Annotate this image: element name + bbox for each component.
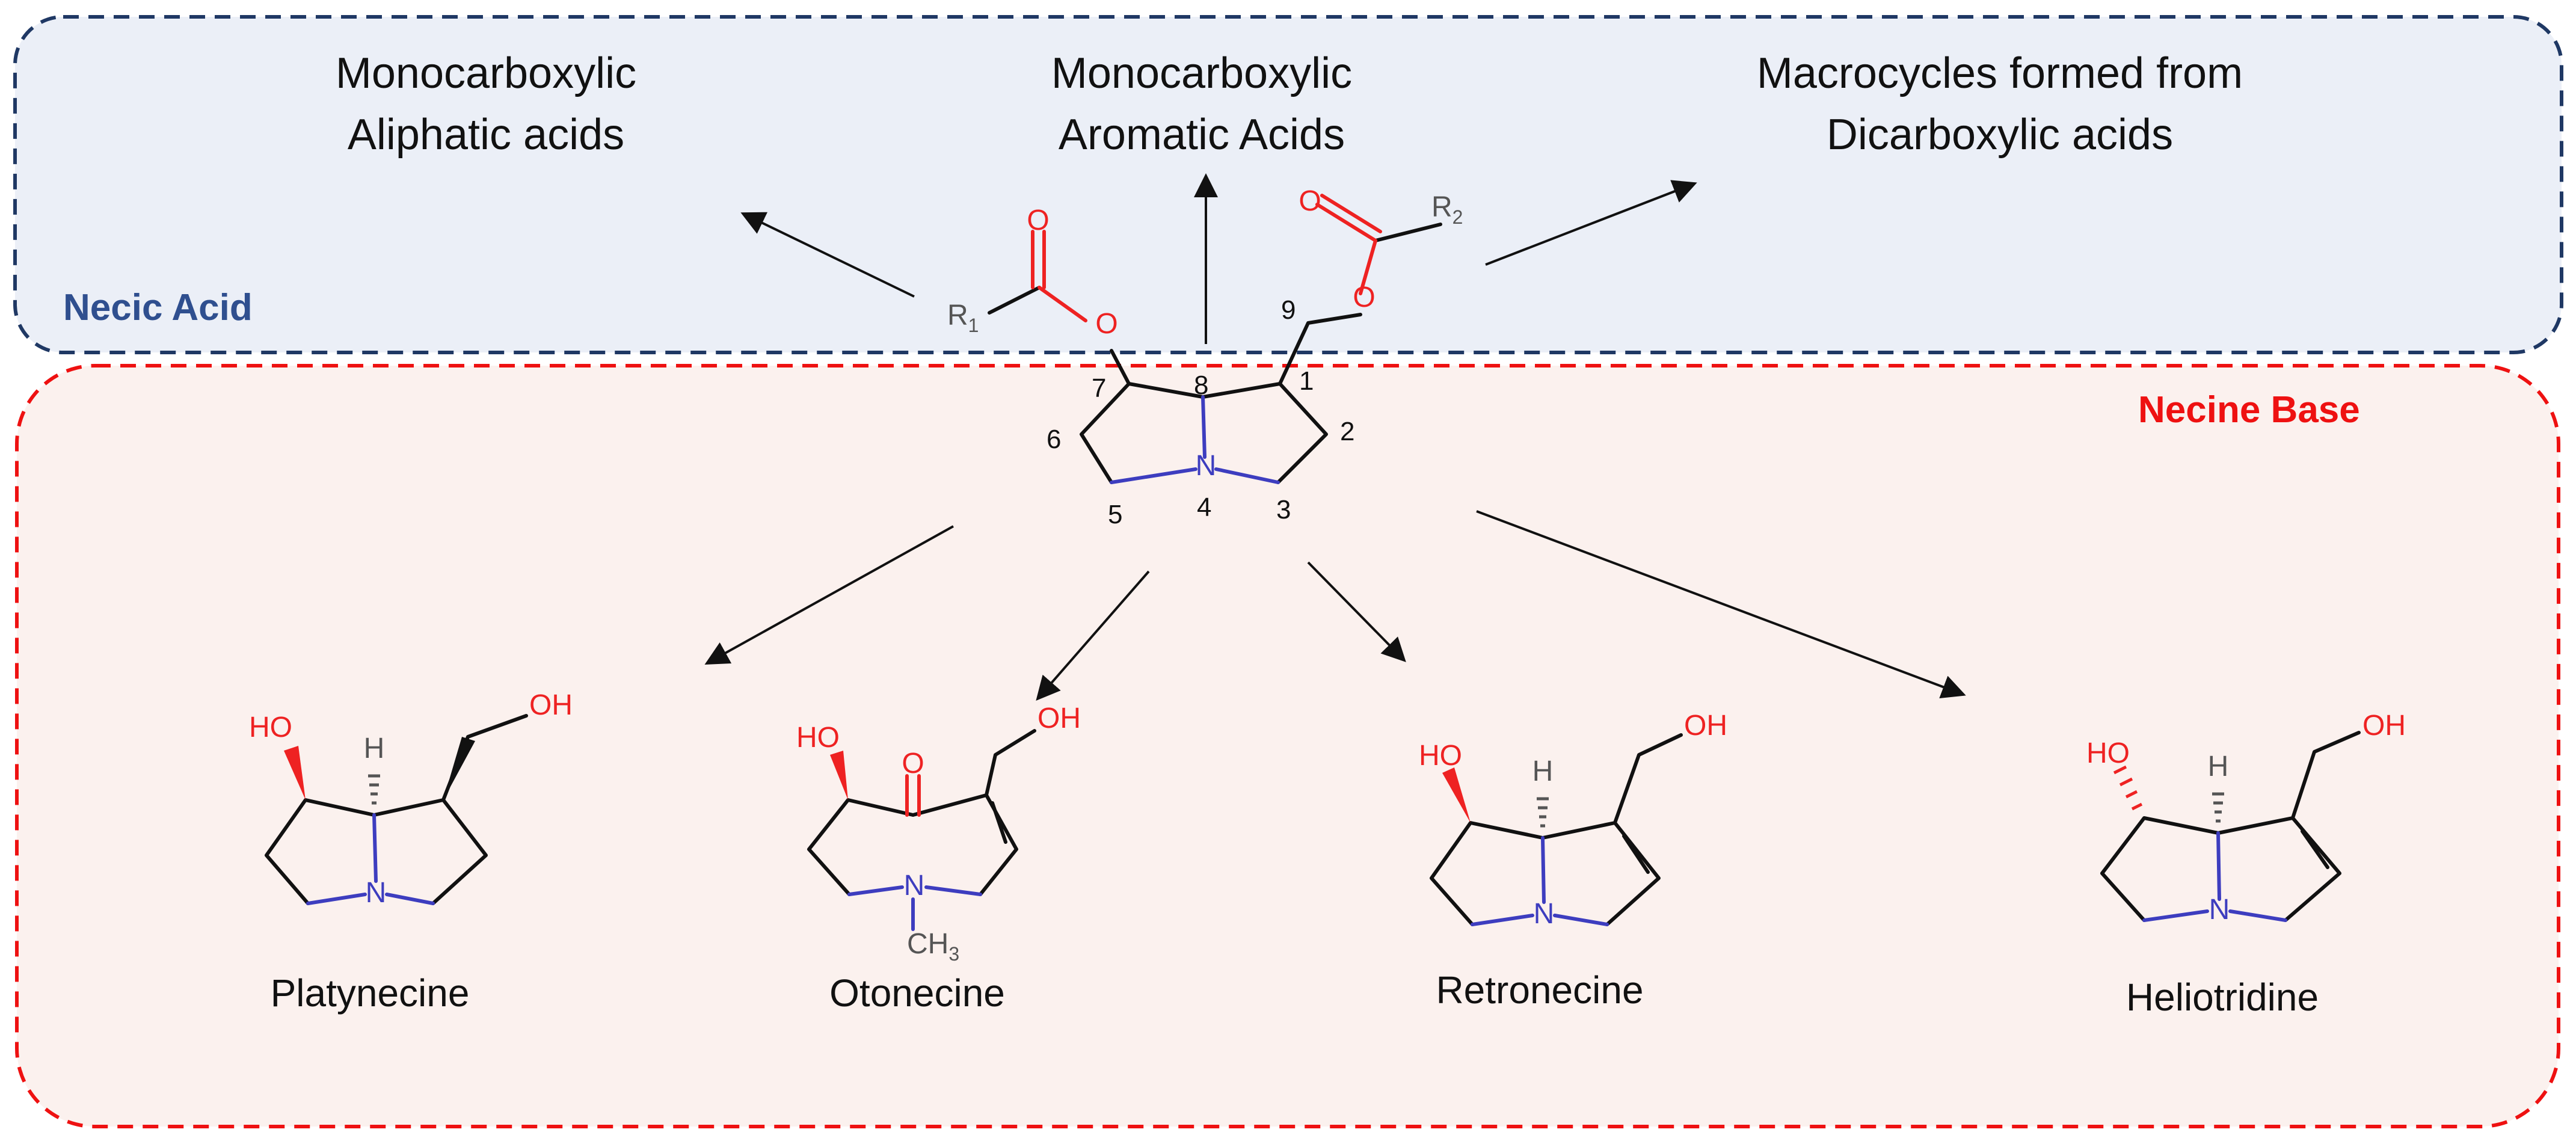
atom-number-2: 2 [1340,417,1354,446]
arrow-to-otonecine [1036,570,1150,701]
atom-number-5: 5 [1108,500,1122,529]
otonecine-n: N [904,870,925,902]
necic-acid-region [13,15,2563,354]
arrow-to-platynecine [704,525,954,665]
atom-number-3: 3 [1276,495,1291,524]
core-c1-ester-oxygen [1315,194,1382,295]
otonecine-carbonyl [905,774,921,817]
arrow-to-aliphatic [740,212,915,298]
heliotridine-hash-h [2212,792,2224,823]
arrow-to-heliotridine [1476,510,1966,699]
atom-number-1: 1 [1299,366,1314,396]
platynecine-oh: OH [529,689,573,721]
core-c7-ester-oxygen [1031,230,1087,322]
substituent-r2: R2 [1431,191,1463,228]
platynecine-h: H [364,733,385,764]
otonecine-oh: OH [1037,703,1081,734]
heliotridine-name: Heliotridine [2126,976,2319,1019]
otonecine-ch3: CH3 [907,928,959,965]
heliotridine-hash-oh [2113,765,2143,811]
heliotridine-oh: OH [2362,710,2406,742]
core-ester1-ether-o: O [1095,308,1117,340]
retronecine-name: Retronecine [1436,968,1643,1012]
core-ester2-carbonyl-o: O [1299,185,1321,217]
platynecine-hash-h [368,774,380,805]
core-structure: O O O O N R1 R2 1 2 3 4 5 6 7 8 9 [947,185,1463,529]
core-ester1-carbonyl-o: O [1027,204,1049,236]
retronecine-n: N [1534,898,1555,930]
molecule-platynecine: HO OH H N Platynecine [249,689,573,1015]
retronecine-bonds [1430,733,1683,926]
platynecine-ho: HO [249,712,292,743]
retronecine-wedge-oh [1442,767,1471,823]
retronecine-hash-h [1537,797,1549,828]
platynecine-n-bonds [306,813,435,905]
molecule-otonecine: HO O OH N CH3 Otonecine [796,703,1081,1015]
platynecine-name: Platynecine [271,971,470,1015]
atom-number-7: 7 [1092,374,1106,403]
acid-class-line2: Aromatic Acids [1059,111,1345,159]
core-c1-ester [1278,223,1442,386]
acid-class-line2: Aliphatic acids [348,111,624,159]
platynecine-wedge-ch2 [443,737,475,800]
arrow-to-retronecine [1307,561,1406,662]
acid-class-aliphatic: Monocarboxylic Aliphatic acids [336,49,636,159]
necic-acid-label: Necic Acid [63,287,253,328]
retronecine-double-bond [1622,834,1650,874]
core-n-bonds [1110,395,1280,484]
otonecine-ho: HO [796,722,840,754]
acid-class-line1: Monocarboxylic [336,49,636,97]
molecule-retronecine: HO OH H N Retronecine [1419,710,1727,1012]
heliotridine-ho: HO [2086,737,2130,769]
core-ester2-ether-o: O [1353,281,1375,313]
core-nitrogen: N [1196,450,1217,482]
acid-class-aromatic: Monocarboxylic Aromatic Acids [1051,49,1352,159]
heliotridine-n: N [2209,894,2230,926]
heliotridine-n-bonds [2142,831,2287,922]
necine-base-label: Necine Base [2138,389,2360,431]
core-c7-ester [988,286,1131,386]
atom-number-4: 4 [1197,493,1211,522]
substituent-r1: R1 [947,300,979,336]
acid-class-line2: Dicarboxylic acids [1827,111,2173,159]
otonecine-name: Otonecine [829,971,1005,1015]
heliotridine-double-bond [2301,829,2329,869]
heliotridine-bonds [2100,731,2361,922]
retronecine-n-bonds [1471,836,1609,926]
platynecine-wedge-oh [284,746,306,800]
platynecine-n: N [366,877,387,909]
otonecine-o: O [902,748,924,780]
retronecine-ho: HO [1419,740,1462,772]
acid-class-line1: Monocarboxylic [1051,49,1352,97]
heliotridine-h: H [2208,751,2229,783]
atom-number-6: 6 [1047,425,1061,454]
otonecine-double-bond [991,801,1007,844]
retronecine-oh: OH [1684,710,1727,742]
acid-class-line1: Macrocycles formed from [1757,49,2243,97]
molecule-heliotridine: HO OH H N Heliotridine [2086,710,2406,1019]
arrow-to-macrocycle [1485,180,1697,266]
otonecine-wedge-oh [830,751,848,800]
atom-number-8: 8 [1194,371,1208,400]
otonecine-n-bonds [847,885,982,931]
retronecine-h: H [1532,755,1554,787]
acid-class-macrocycle: Macrocycles formed from Dicarboxylic aci… [1757,49,2243,159]
atom-number-9: 9 [1281,295,1296,325]
otonecine-bonds [807,729,1036,896]
